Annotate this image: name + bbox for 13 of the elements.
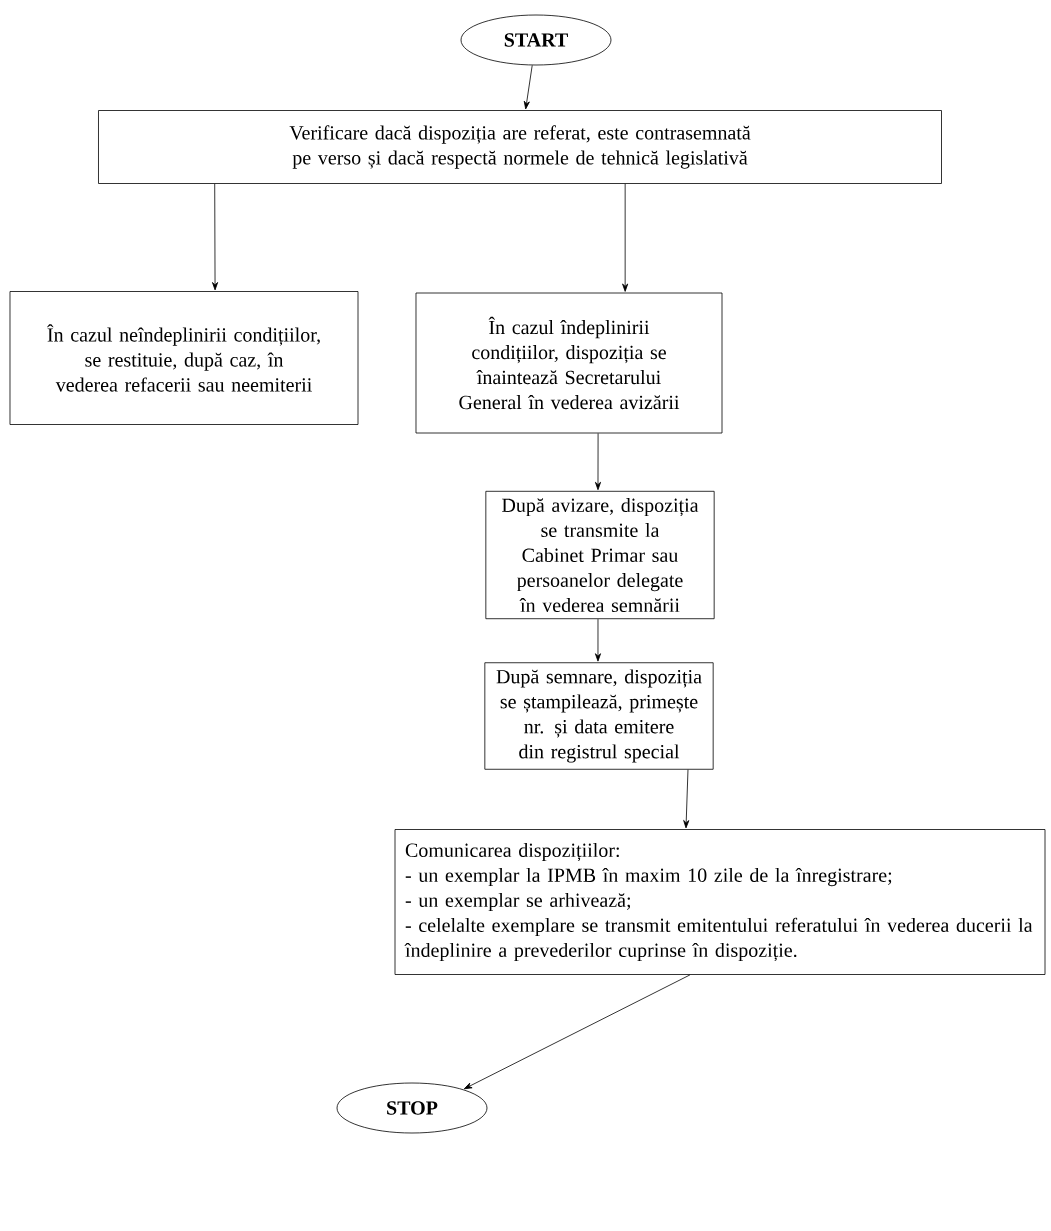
process-box: Comunicarea dispozițiilor: - un exemplar la IPMB în maxim 10 zile de la înregistrare; - un exemplar se arhivează; - celelalte exemplare se transmit emitentului referatului în vederea ducerii la îndeplinire a prevederilor cuprinse în dispoziție. [394,829,1046,975]
arrow [212,183,219,291]
arrow [683,769,690,829]
arrow [595,433,601,491]
process-box: În cazul neîndeplinirii condițiilor, se restituie, după caz, în vederea refacerii sau neemiterii [9,291,359,425]
arrow [463,974,691,1090]
arrow [622,183,629,292]
process-box: După semnare, dispoziția se ștampilează, primește nr. și data emitere din registrul special [484,662,714,770]
process-box: În cazul îndeplinirii condițiilor, dispoziția se înaintează Secretarului General în vederea avizării [415,292,723,434]
process-box: Verificare dacă dispoziția are referat, este contrasemnată pe verso și dacă respectă normele de tehnică legislativă [98,110,942,184]
process-box: După avizare, dispoziția se transmite la Cabinet Primar sau persoanelor delegate în vederea semnării [485,490,715,620]
arrow [594,618,601,662]
arrow [523,64,533,110]
